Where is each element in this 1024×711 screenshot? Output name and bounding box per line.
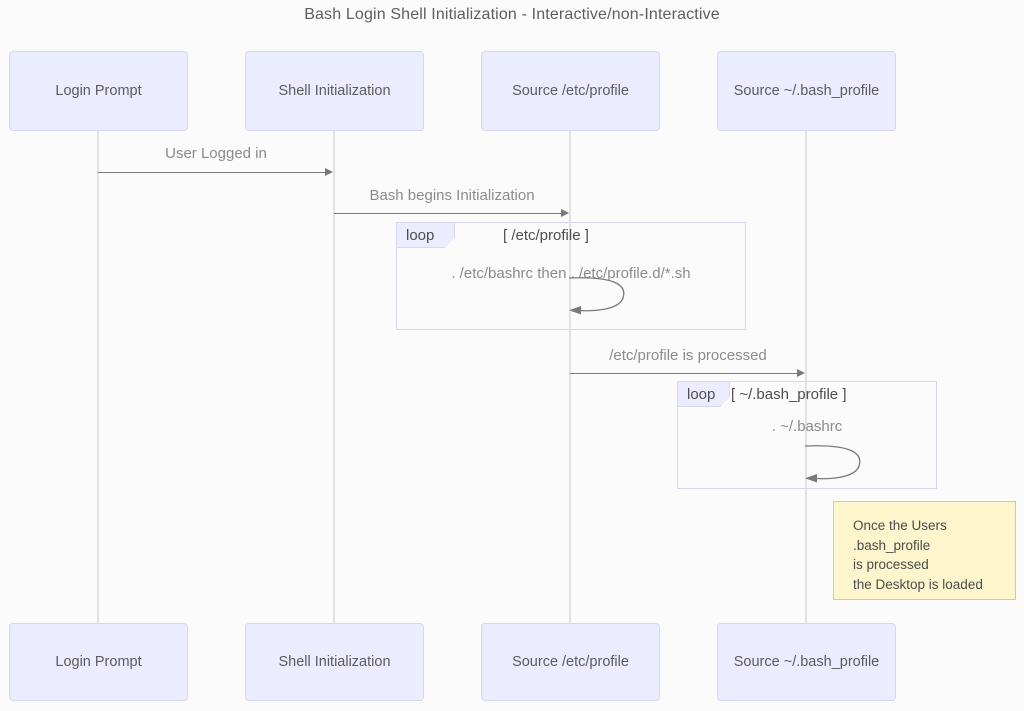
message-line-etc-profile-is-processed [570,373,798,374]
self-message-arrow-bash-profile [804,445,861,483]
lifeline-bashprofile [805,131,807,625]
note-desktop-loaded: Once the Users .bash_profile is processe… [833,501,1016,600]
message-label-etc-profile-is-processed: /etc/profile is processed [609,347,767,364]
loop-message-bash-profile: . ~/.bashrc [771,418,843,435]
loop-condition-etc-profile: [ /etc/profile ] [503,227,589,244]
participant-label: Source /etc/profile [512,654,629,670]
participant-label: Shell Initialization [278,654,391,670]
self-message-arrow-etc-profile [568,277,625,315]
participant-label: Login Prompt [55,83,142,99]
loop-message-etc-profile: . /etc/bashrc then . /etc/profile.d/*.sh [451,265,691,282]
participant-top-etcprofile[interactable]: Source /etc/profile [481,51,660,131]
note-line: is processed [853,557,929,572]
message-arrowhead-etc-profile-is-processed [797,369,805,377]
participant-top-login[interactable]: Login Prompt [9,51,188,131]
participant-top-bashprofile[interactable]: Source ~/.bash_profile [717,51,896,131]
note-line: the Desktop is loaded [853,576,983,592]
loop-keyword: loop [406,226,435,244]
loop-keyword: loop [687,385,716,403]
message-label-user-logged-in: User Logged in [165,145,267,162]
lifeline-shellinit [333,131,335,625]
participant-label: Shell Initialization [278,83,391,99]
participant-bottom-login[interactable]: Login Prompt [9,623,188,701]
note-line: .bash_profile [853,537,931,553]
message-arrowhead-bash-begins-initialization [561,209,569,217]
loop-label-etc-profile: loop [397,223,455,248]
message-line-bash-begins-initialization [334,213,562,214]
participant-label: Source ~/.bash_profile [733,83,880,99]
loop-fragment-bash-profile [677,381,937,489]
message-label-bash-begins-initialization: Bash begins Initialization [369,187,535,204]
participant-top-shellinit[interactable]: Shell Initialization [245,51,424,131]
diagram-title: Bash Login Shell Initialization - Intera… [304,6,720,23]
lifeline-login [97,131,99,625]
participant-label: Source /etc/profile [512,83,629,99]
loop-fragment-etc-profile [396,222,746,330]
message-arrowhead-user-logged-in [325,168,333,176]
participant-bottom-bashprofile[interactable]: Source ~/.bash_profile [717,623,896,701]
note-line: Once the Users [853,518,947,533]
loop-condition-bash-profile: [ ~/.bash_profile ] [731,386,847,403]
loop-label-bash-profile: loop [678,382,730,407]
participant-bottom-shellinit[interactable]: Shell Initialization [245,623,424,701]
participant-label: Source ~/.bash_profile [733,654,880,670]
participant-bottom-etcprofile[interactable]: Source /etc/profile [481,623,660,701]
message-line-user-logged-in [98,172,326,173]
participant-label: Login Prompt [55,654,142,670]
lifeline-etcprofile [569,131,571,625]
